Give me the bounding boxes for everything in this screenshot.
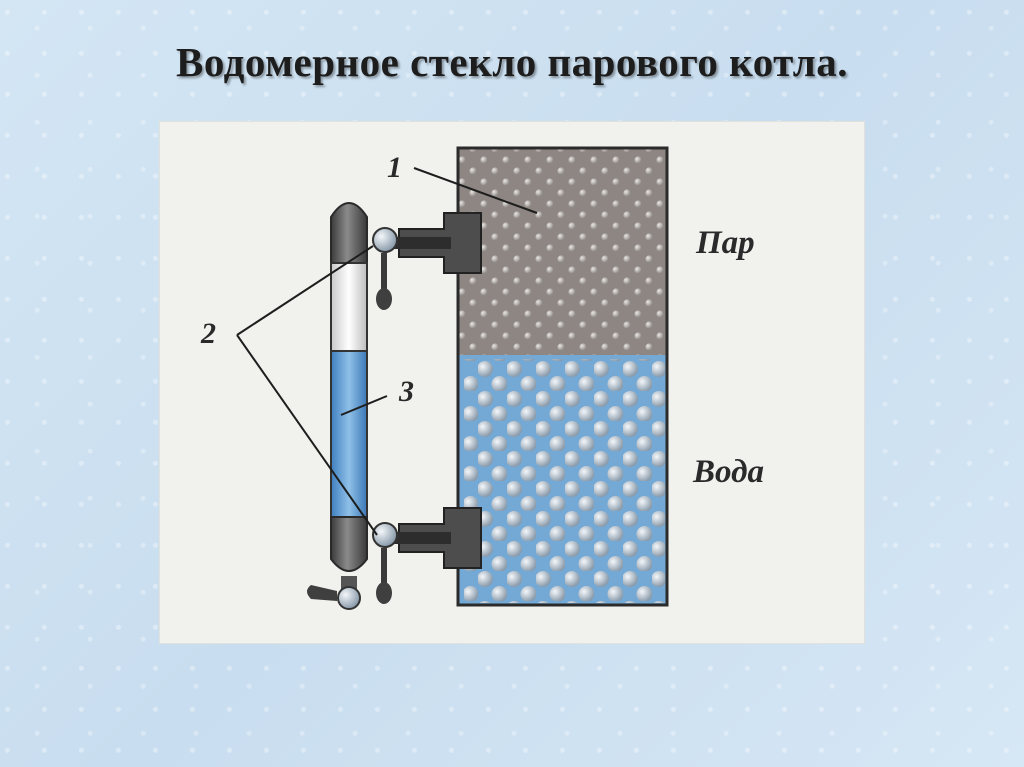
boiler-figure: 1 2 3 Пар Вода [159,121,865,644]
upper-valve-fitting [372,212,482,310]
water-gauge-diagram: 1 2 3 Пар Вода [159,121,865,644]
slide-title: Водомерное стекло парового котла. [175,39,849,85]
lower-valve-fitting [372,507,482,604]
gauge-glass-tube [307,202,368,610]
tube-water-level [330,350,368,518]
label-3: 3 [398,375,414,408]
label-1: 1 [387,151,402,184]
boiler-vessel [456,146,669,607]
label-water: Вода [692,454,764,490]
label-2: 2 [200,317,216,350]
label-steam: Пар [695,225,755,261]
leader-lines [236,167,538,536]
